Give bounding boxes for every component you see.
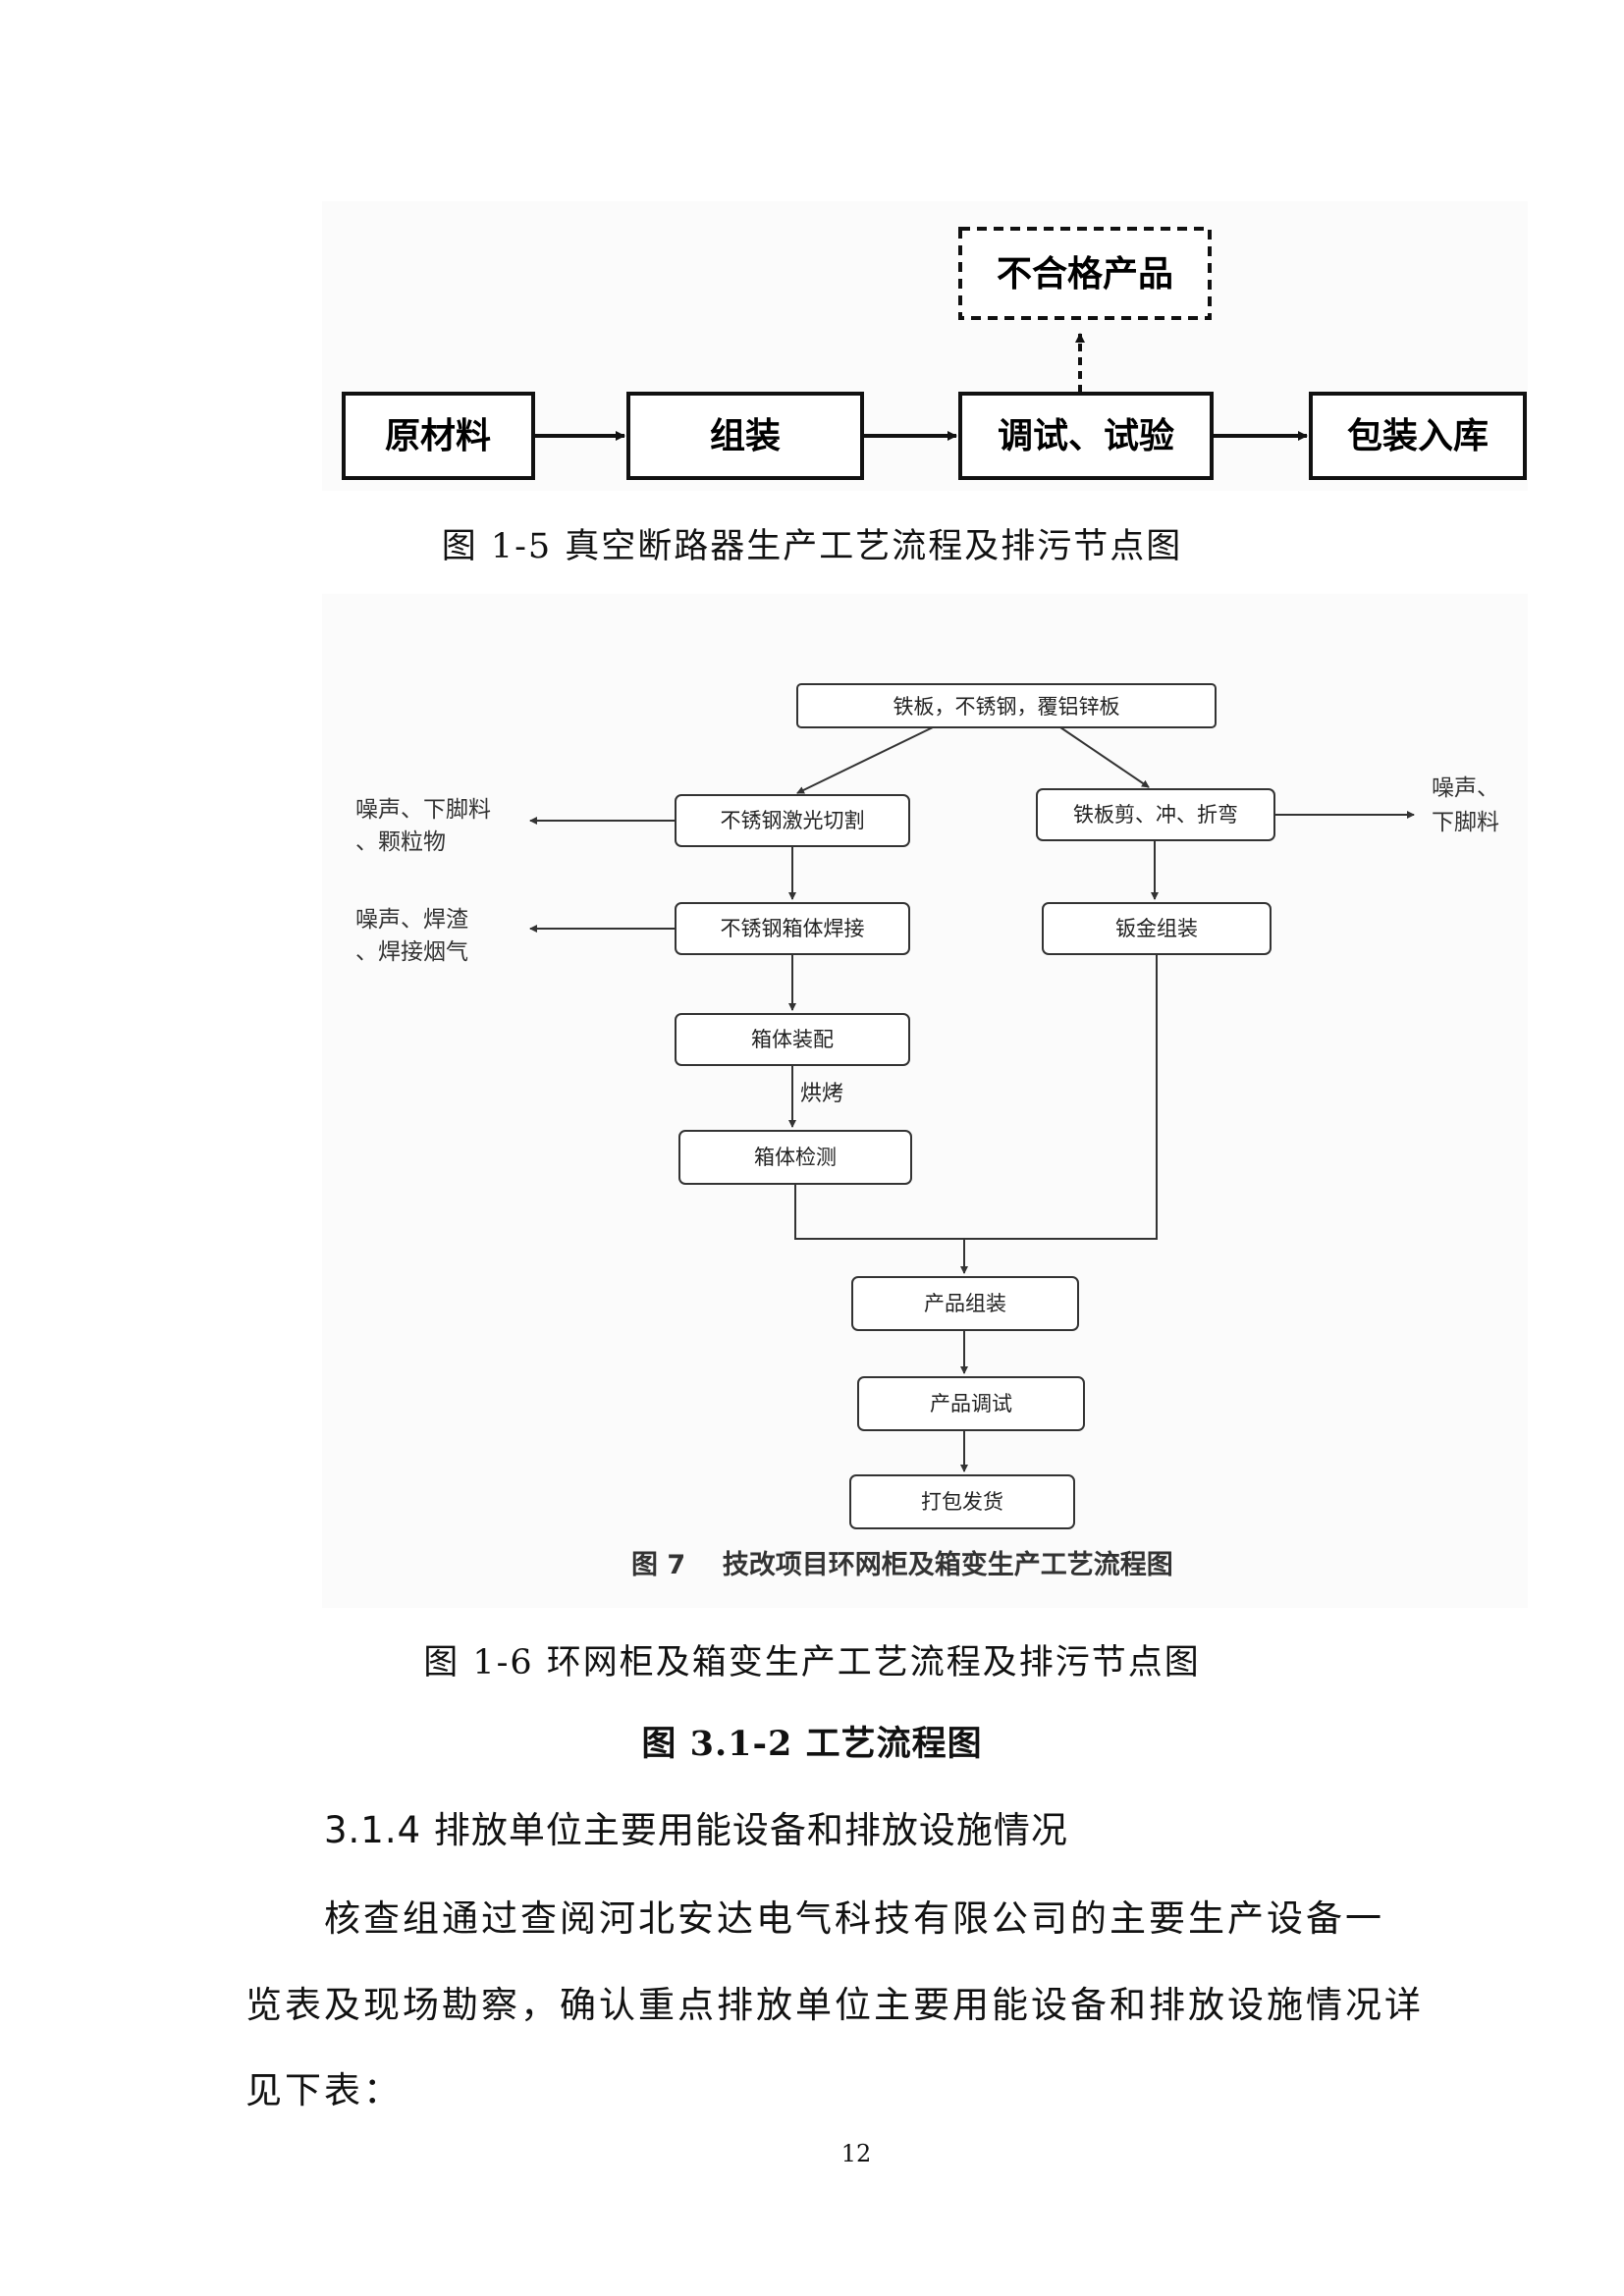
emission-left-2-line1: 噪声、焊渣 [355, 907, 468, 933]
product-debug-box [857, 1376, 1085, 1431]
iron-process-label: 铁板剪、冲、折弯 [1073, 803, 1238, 827]
figure-1-flowchart: 不合格产品 原材料 组装 调试、试验 包装入库 [342, 227, 1527, 480]
section-heading: 3.1.4 排放单位主要用能设备和排放设施情况 [324, 1809, 1068, 1851]
reject-box-label: 不合格产品 [997, 254, 1173, 294]
welding-label: 不锈钢箱体焊接 [721, 917, 865, 940]
pack-ship-label: 打包发货 [921, 1490, 1003, 1514]
arrow-top-left [796, 726, 934, 794]
paragraph-line-1: 核查组通过查阅河北安达电气科技有限公司的主要生产设备一 [324, 1897, 1384, 1940]
pack-ship-box [849, 1474, 1075, 1529]
figure-2-flowchart: 铁板，不锈钢，覆铝锌板 不锈钢激光切割 不锈钢箱体焊接 箱体装配 箱体检测 铁板… [355, 683, 1499, 1580]
baking-label: 烘烤 [800, 1082, 843, 1106]
material-box [796, 683, 1217, 728]
paragraph-line-2: 览表及现场勘察，确认重点排放单位主要用能设备和排放设施情况详 [245, 1984, 1424, 2026]
arrow-top-right [1059, 726, 1150, 788]
step-packing: 包装入库 [1347, 416, 1489, 456]
step-box-testing [958, 392, 1214, 480]
figure-2-background [322, 594, 1528, 1608]
emission-left-2-line2: 、焊接烟气 [355, 939, 468, 965]
figure-1-caption: 图 1-5 真空断路器生产工艺流程及排污节点图 [441, 527, 1183, 566]
figure-main-caption: 图 3.1-2 工艺流程图 [641, 1724, 983, 1764]
product-debug-label: 产品调试 [930, 1392, 1012, 1415]
emission-right-1-line2: 下脚料 [1432, 810, 1499, 835]
step-box-assembly [626, 392, 864, 480]
box-inspection-label: 箱体检测 [754, 1146, 837, 1169]
box-assembly-label: 箱体装配 [751, 1028, 834, 1051]
merge-left-line [794, 1184, 964, 1240]
product-assembly-label: 产品组装 [924, 1292, 1006, 1315]
figure-2-caption: 图 1-6 环网柜及箱变生产工艺流程及排污节点图 [423, 1643, 1201, 1682]
emission-left-1-line2: 、颗粒物 [355, 829, 446, 855]
paragraph-line-3: 见下表： [245, 2069, 403, 2111]
step-testing: 调试、试验 [998, 416, 1174, 456]
merge-right-line [964, 954, 1158, 1240]
material-label: 铁板，不锈钢，覆铝锌板 [893, 695, 1120, 719]
step-raw-material: 原材料 [385, 416, 491, 456]
step-box-packing [1309, 392, 1527, 480]
reject-box [958, 227, 1212, 320]
page-number: 12 [840, 2140, 872, 2167]
figure-2-inner-caption: 图 7 技改项目环网柜及箱变生产工艺流程图 [631, 1549, 1173, 1580]
emission-right-1-line1: 噪声、 [1432, 775, 1499, 801]
sheet-metal-label: 钣金组装 [1115, 917, 1198, 940]
laser-cut-label: 不锈钢激光切割 [721, 809, 865, 832]
step-assembly: 组装 [710, 416, 781, 456]
emission-left-1-line1: 噪声、下脚料 [355, 797, 491, 823]
